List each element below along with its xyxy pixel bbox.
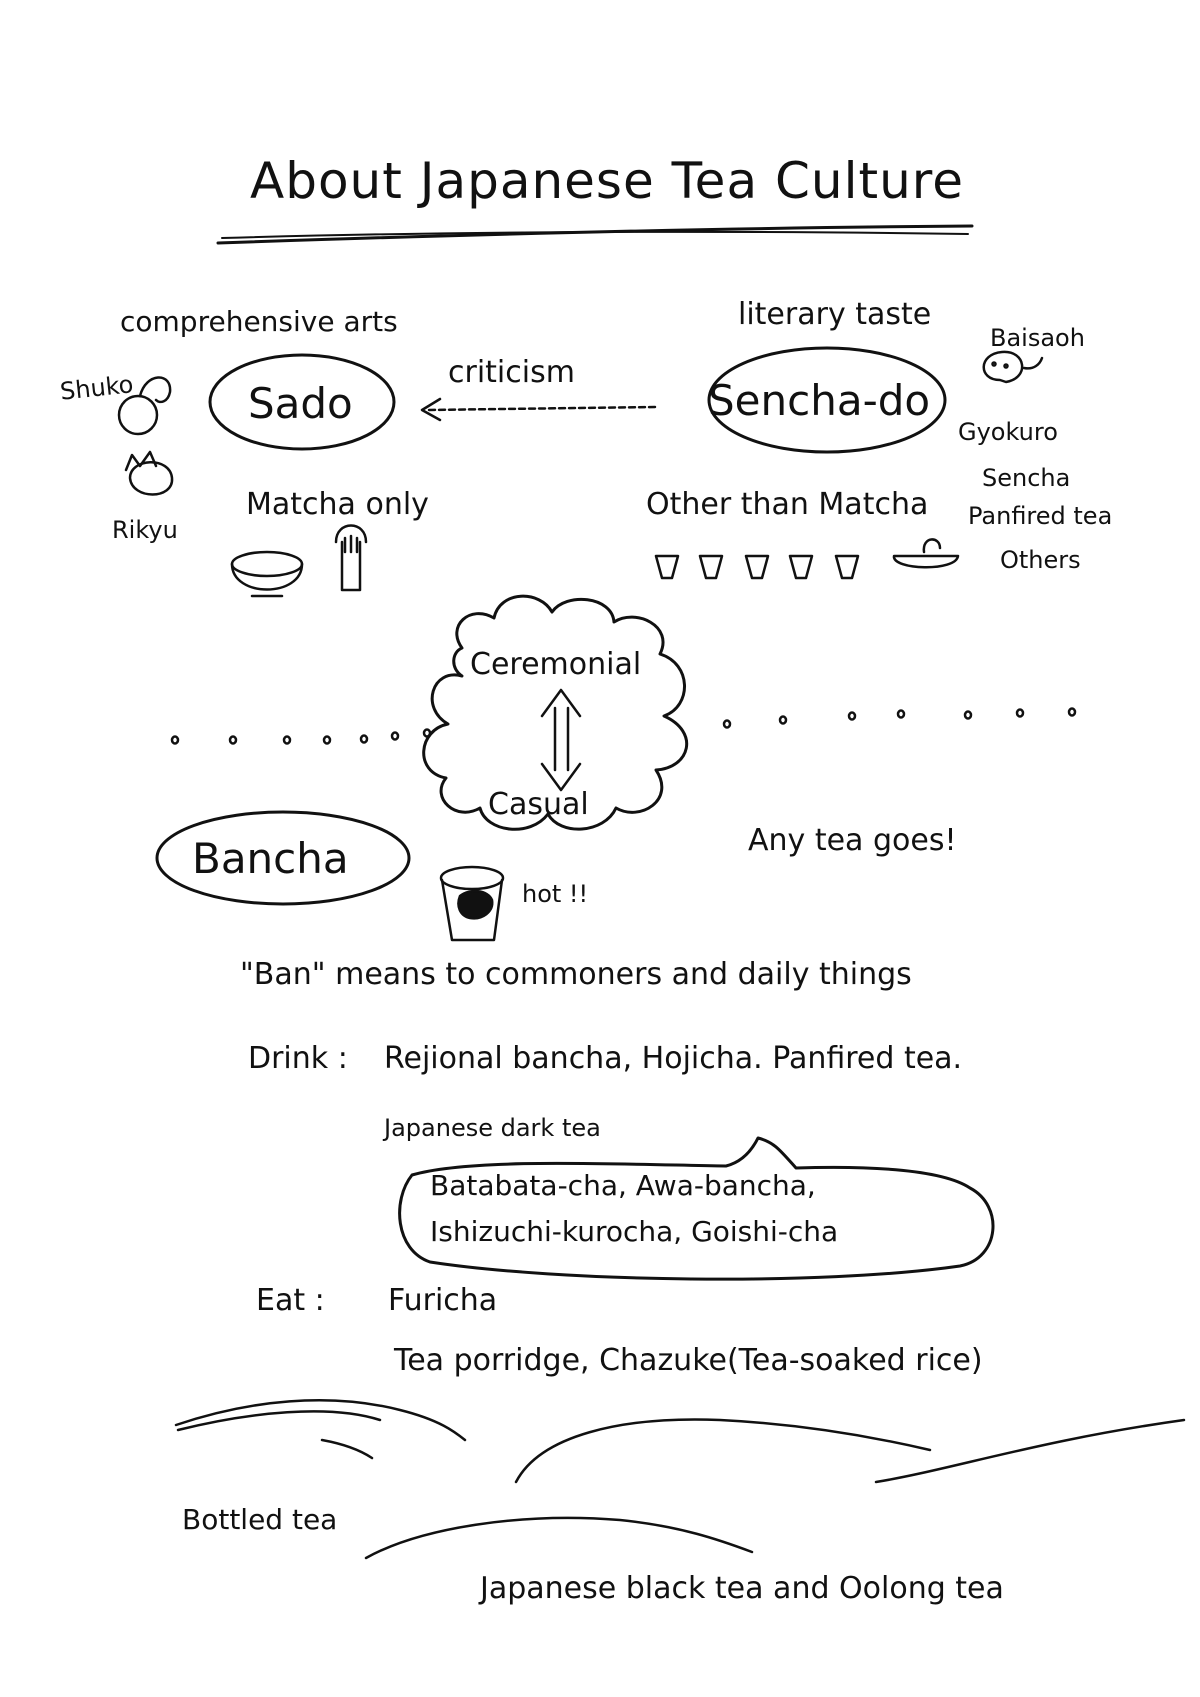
eat-line-1: Furicha bbox=[388, 1283, 498, 1318]
matcha-bowl-drawing bbox=[232, 552, 302, 596]
matcha-only-label: Matcha only bbox=[246, 487, 429, 522]
kyusu-teapot-drawing bbox=[894, 539, 958, 567]
dotted-divider-left bbox=[172, 730, 430, 744]
any-tea-goes: Any tea goes! bbox=[748, 823, 957, 858]
dark-tea-bubble bbox=[400, 1138, 993, 1279]
ceremonial-label: Ceremonial bbox=[470, 647, 642, 682]
drink-items: Rejional bancha, Hojicha. Panfired tea. bbox=[384, 1041, 963, 1076]
sencha-do-note-literary-taste: literary taste bbox=[738, 297, 932, 332]
criticism-arrow-head bbox=[422, 399, 440, 420]
dark-tea-line-1: Batabata-cha, Awa-bancha, bbox=[430, 1169, 816, 1202]
japanese-dark-tea-label: Japanese dark tea bbox=[384, 1114, 601, 1142]
chasen-whisk-drawing bbox=[336, 526, 366, 591]
criticism-arrow-line bbox=[426, 407, 655, 410]
baisaoh-figure bbox=[984, 352, 1042, 382]
waves-divider bbox=[176, 1400, 1184, 1558]
ceremonial-casual-double-arrow bbox=[542, 690, 580, 790]
tea-list-sencha: Sencha bbox=[982, 464, 1071, 492]
tea-list-panfired-tea: Panfired tea bbox=[968, 502, 1113, 530]
page-title: About Japanese Tea Culture bbox=[250, 152, 964, 210]
rikyu-label: Rikyu bbox=[112, 516, 178, 544]
hot-tea-cup-drawing bbox=[441, 867, 503, 940]
shuko-label: Shuko bbox=[58, 370, 135, 406]
criticism-label: criticism bbox=[448, 355, 575, 390]
bottled-tea-label: Bottled tea bbox=[182, 1503, 338, 1536]
other-than-matcha-label: Other than Matcha bbox=[646, 487, 929, 522]
eat-line-2: Tea porridge, Chazuke(Tea-soaked rice) bbox=[394, 1343, 983, 1378]
rikyu-figure bbox=[126, 452, 172, 495]
eat-label: Eat : bbox=[256, 1283, 325, 1318]
sencha-cups-drawing bbox=[656, 556, 858, 578]
casual-label: Casual bbox=[488, 787, 589, 822]
sencha-do-oval bbox=[709, 348, 945, 452]
bancha-label: Bancha bbox=[192, 834, 349, 883]
bottled-tea-note: Japanese black tea and Oolong tea bbox=[480, 1571, 1004, 1606]
dark-tea-line-2: Ishizuchi-kurocha, Goishi-cha bbox=[430, 1215, 839, 1248]
ceremonial-casual-cloud bbox=[424, 596, 687, 829]
baisaoh-label: Baisaoh bbox=[990, 324, 1085, 352]
shuko-figure bbox=[119, 377, 170, 434]
dotted-divider-right bbox=[724, 709, 1075, 728]
sado-note-comprehensive-arts: comprehensive arts bbox=[120, 305, 398, 338]
hot-note: hot !! bbox=[522, 880, 589, 908]
sado-label: Sado bbox=[248, 379, 353, 428]
sado-oval bbox=[210, 355, 394, 449]
tea-list-gyokuro: Gyokuro bbox=[958, 418, 1058, 446]
tea-list-others: Others bbox=[1000, 546, 1081, 574]
sencha-do-label: Sencha-do bbox=[708, 376, 931, 425]
ban-meaning-text: "Ban" means to commoners and daily thing… bbox=[240, 957, 912, 992]
drink-label: Drink : bbox=[248, 1041, 348, 1076]
bancha-oval bbox=[157, 812, 409, 904]
title-underline-second-stroke bbox=[222, 232, 968, 238]
